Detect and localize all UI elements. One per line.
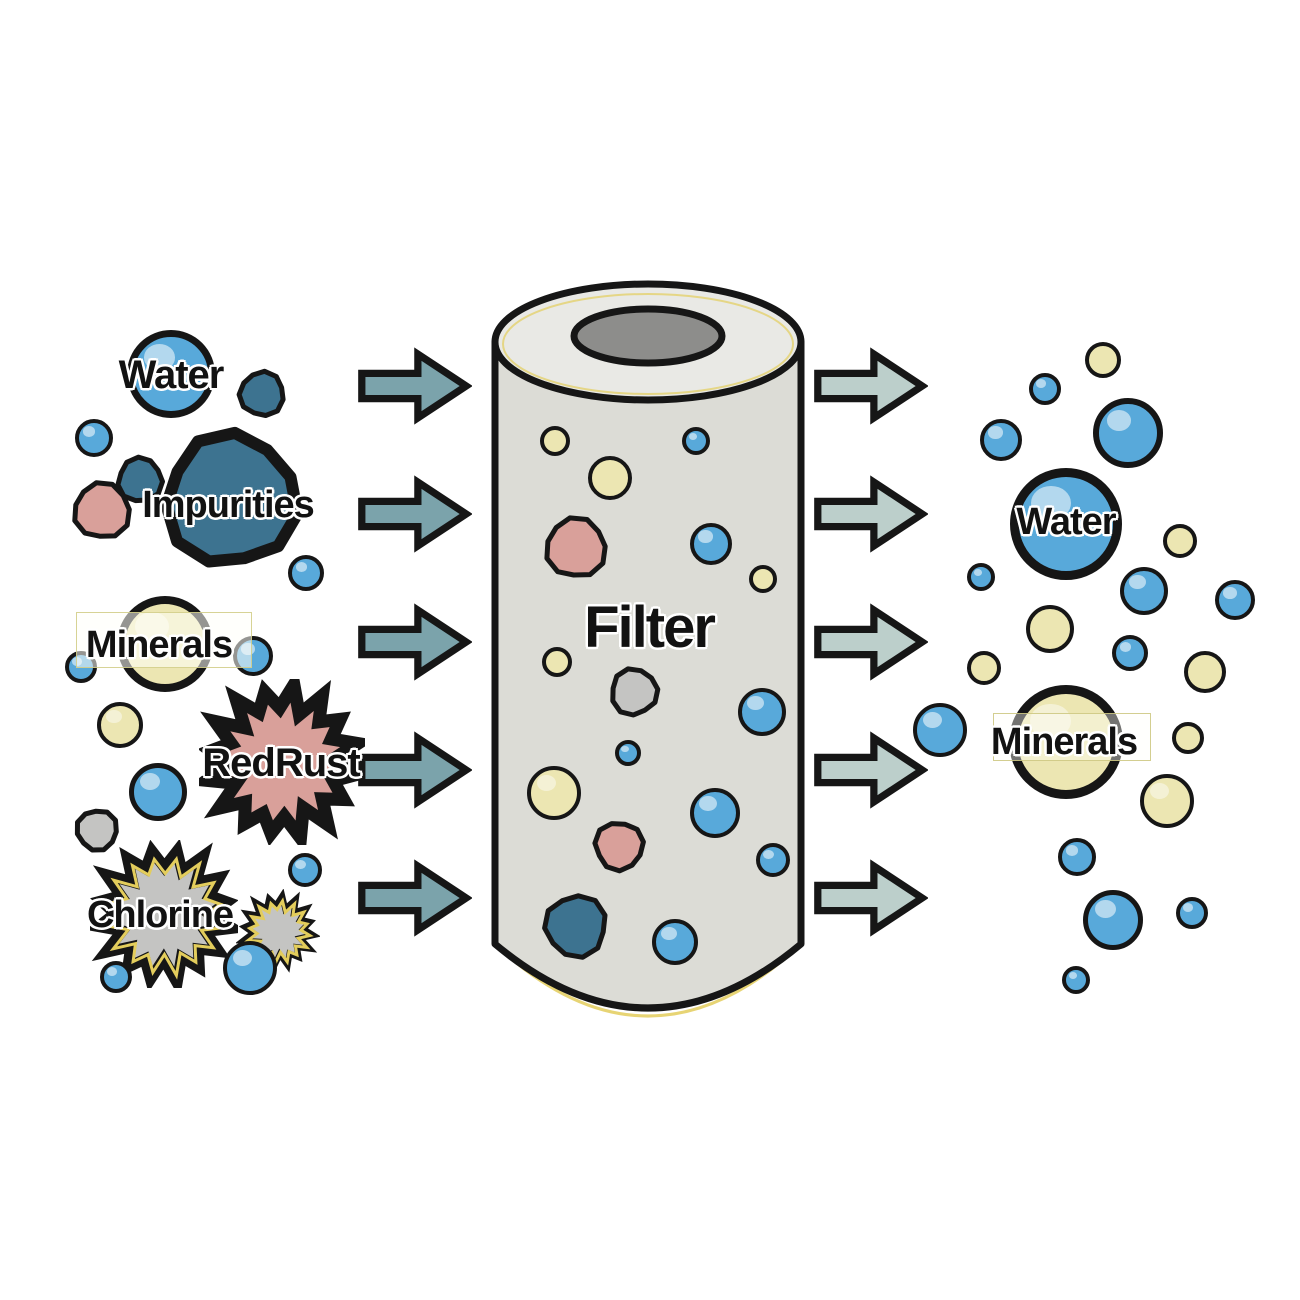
flow-arrow-right-3 — [814, 603, 928, 681]
flow-arrow-left-5 — [358, 859, 472, 937]
water-droplet — [288, 853, 322, 887]
flow-arrow-left-1 — [358, 347, 472, 425]
mineral-particle — [1140, 774, 1194, 828]
water-droplet — [913, 703, 967, 757]
mineral-particle — [540, 426, 570, 456]
water-droplet — [223, 941, 277, 995]
water-droplet — [129, 763, 187, 821]
label-redrust: RedRust — [202, 741, 360, 785]
water-droplet — [756, 843, 790, 877]
minerals-right-label-backdrop — [993, 713, 1151, 761]
water-droplet — [75, 419, 113, 457]
water-droplet — [652, 919, 698, 965]
rust-particle — [592, 821, 646, 874]
filter-core-hole — [570, 305, 726, 367]
mineral-particle — [97, 702, 143, 748]
water-droplet — [615, 740, 641, 766]
mineral-particle — [967, 651, 1001, 685]
chlorine-particle — [74, 808, 119, 853]
water-droplet — [1010, 468, 1122, 580]
water-droplet — [100, 961, 132, 993]
water-droplet — [1215, 580, 1255, 620]
rust-particle — [72, 480, 132, 539]
mineral-particle — [749, 565, 777, 593]
label-water-left: Water — [118, 353, 225, 397]
rust-particle — [199, 679, 365, 845]
label-minerals-left: Minerals — [85, 624, 233, 666]
label-water-right: Water — [1016, 501, 1116, 543]
mineral-particle — [1026, 605, 1074, 653]
impurity-particle — [236, 368, 286, 418]
flow-arrow-left-4 — [358, 731, 472, 809]
water-droplet — [1093, 398, 1163, 468]
water-droplet — [682, 427, 710, 455]
water-droplet — [1112, 635, 1148, 671]
flow-arrow-left-2 — [358, 475, 472, 553]
water-droplet — [980, 419, 1022, 461]
chlorine-particle — [610, 666, 661, 718]
mineral-particle — [527, 766, 581, 820]
impurity-particle — [160, 426, 304, 568]
mineral-particle — [1085, 342, 1121, 378]
water-droplet — [690, 788, 740, 838]
mineral-particle — [1009, 685, 1123, 799]
mineral-particle — [1163, 524, 1197, 558]
water-droplet — [1083, 890, 1143, 950]
mineral-particle — [542, 647, 572, 677]
water-droplet — [127, 330, 215, 418]
impurity-particle — [542, 893, 608, 960]
flow-arrow-left-3 — [358, 603, 472, 681]
flow-arrow-right-2 — [814, 475, 928, 553]
water-droplet — [288, 555, 324, 591]
impurity-particle — [115, 454, 165, 504]
water-droplet — [1058, 838, 1096, 876]
mineral-particle — [1184, 651, 1226, 693]
flow-arrow-right-5 — [814, 859, 928, 937]
mineral-particle — [1172, 722, 1204, 754]
rust-particle — [544, 515, 608, 578]
water-droplet — [738, 688, 786, 736]
label-minerals-right: Minerals — [990, 721, 1138, 763]
mineral-particle — [588, 456, 632, 500]
water-droplet — [1120, 567, 1168, 615]
flow-arrow-right-4 — [814, 731, 928, 809]
water-droplet — [1029, 373, 1061, 405]
water-droplet — [1176, 897, 1208, 929]
label-chlorine: Chlorine — [86, 894, 234, 936]
water-droplet — [967, 563, 995, 591]
minerals-left-label-backdrop — [76, 612, 252, 668]
water-droplet — [690, 523, 732, 565]
chlorine-particle — [90, 840, 238, 988]
flow-arrow-right-1 — [814, 347, 928, 425]
filter-top-accent — [502, 293, 794, 395]
label-filter: Filter — [584, 595, 716, 660]
water-droplet — [1062, 966, 1090, 994]
label-impurities: Impurities — [142, 484, 315, 526]
